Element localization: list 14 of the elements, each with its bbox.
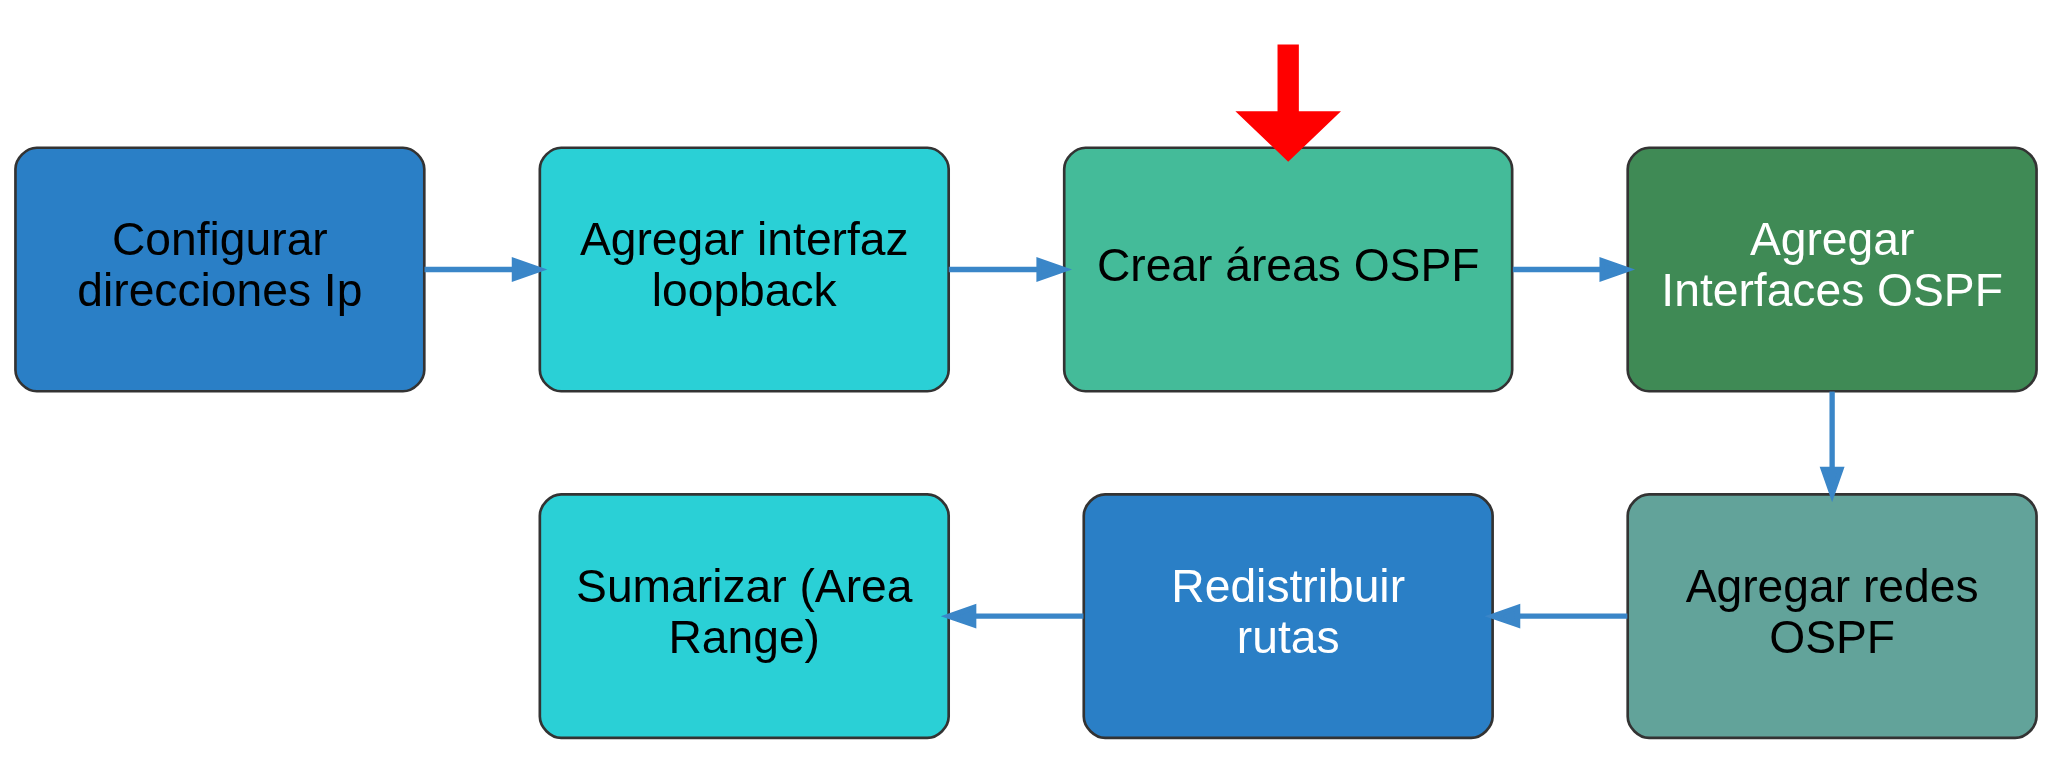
node-box: Agregar interfaz loopback [538,145,950,393]
arrow [1235,44,1341,162]
arrow [940,603,1084,629]
node-box: Agregar redes OSPF [1626,492,2038,739]
arrow [1512,256,1636,282]
node-box: Sumarizar (Area Range) [538,492,950,739]
node-box: Redistribuir rutas [1082,492,1494,739]
arrow [948,256,1072,282]
node-box: Configurar direcciones Ip [14,145,426,393]
node-box: Agregar Interfaces OSPF [1626,145,2038,393]
arrow [424,256,548,282]
arrow [1819,391,1845,502]
arrow [1484,603,1628,629]
node-box: Crear áreas OSPF [1062,145,1514,393]
